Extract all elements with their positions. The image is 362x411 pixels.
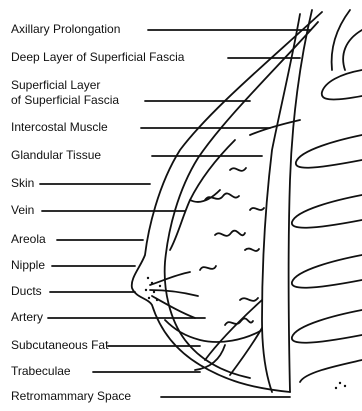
label-areola: Areola: [11, 233, 46, 246]
label-vein: Vein: [11, 204, 34, 217]
label-retromammary-space: Retromammary Space: [11, 390, 131, 403]
label-intercostal-muscle: Intercostal Muscle: [11, 121, 108, 134]
label-axillary-prolongation: Axillary Prolongation: [11, 23, 120, 36]
label-superficial-layer-line2: of Superficial Fascia: [11, 94, 119, 107]
chest-wall-line: [289, 10, 313, 392]
label-trabeculae: Trabeculae: [11, 365, 71, 378]
label-ducts: Ducts: [11, 285, 42, 298]
label-artery: Artery: [11, 311, 43, 324]
label-nipple: Nipple: [11, 259, 45, 272]
label-skin: Skin: [11, 177, 34, 190]
artery-line: [165, 320, 262, 342]
label-subcutaneous-fat: Subcutaneous Fat: [11, 339, 108, 352]
superficial-fascia-line: [165, 22, 318, 378]
label-deep-layer-fascia: Deep Layer of Superficial Fascia: [11, 51, 184, 64]
label-superficial-layer-line1: Superficial Layer: [11, 79, 100, 92]
pectoral-fascia-line: [262, 14, 300, 392]
label-glandular-tissue: Glandular Tissue: [11, 149, 101, 162]
